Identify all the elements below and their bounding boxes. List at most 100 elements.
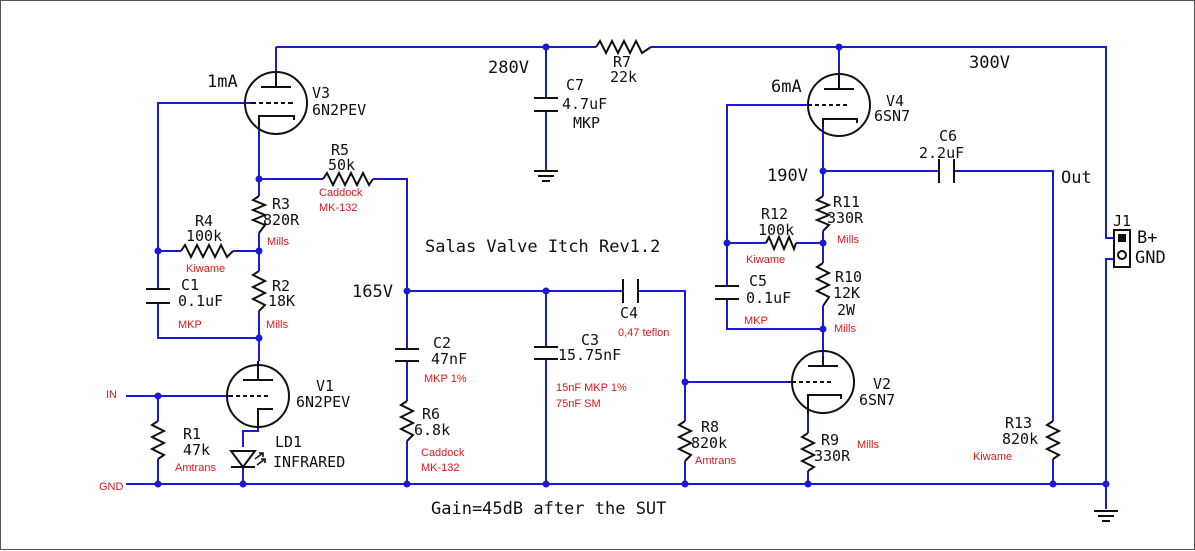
c3-note1: 15nF MKP 1% (556, 382, 627, 394)
capacitor-c7 (534, 97, 558, 112)
resistor-r2 (250, 270, 268, 312)
c6-ref: C6 (939, 127, 957, 145)
r12-ref: R12 (761, 205, 788, 223)
tube-v2 (788, 350, 855, 414)
net-out-label: Out (1061, 168, 1092, 188)
r1-ref: R1 (183, 425, 201, 443)
capacitor-c6 (938, 159, 955, 183)
r9-ref: R9 (821, 431, 839, 449)
r3-ref: R3 (272, 195, 290, 213)
r4-value: 100k (186, 227, 222, 245)
led-ld1 (229, 450, 266, 469)
c5-note: MKP (744, 315, 768, 327)
c5-ref: C5 (749, 272, 767, 290)
net-gnd-label: GND (99, 481, 124, 493)
tube-v3 (244, 71, 308, 135)
resistor-r6 (398, 400, 416, 442)
r8-value: 820k (691, 434, 727, 452)
resistor-r8 (676, 420, 694, 462)
tube-v1 (226, 361, 290, 428)
net-300v-label: 300V (969, 53, 1010, 73)
r5-note2: MK-132 (319, 202, 358, 214)
c1-note: MKP (178, 319, 202, 331)
gain-note: Gain=45dB after the SUT (431, 499, 666, 519)
r10-note: Mills (834, 323, 856, 335)
r5-ref: R5 (331, 141, 349, 159)
r13-note: Kiwame (973, 451, 1012, 463)
r11-value: 330R (827, 209, 864, 227)
r5-value: 50k (328, 156, 355, 174)
wires (126, 46, 1114, 509)
resistor-r10 (814, 262, 832, 307)
tube-v4 (807, 73, 871, 137)
r6-ref: R6 (422, 405, 440, 423)
r2-value: 18K (268, 292, 295, 310)
r11-note: Mills (837, 234, 859, 246)
resistor-r5 (322, 170, 374, 188)
c4-ref: C4 (620, 304, 638, 322)
r9-note: Mills (857, 439, 879, 451)
r2-ref: R2 (272, 277, 290, 295)
r7-value: 22k (610, 68, 637, 86)
resistor-r12 (765, 234, 797, 252)
r2-note: Mills (266, 319, 288, 331)
r8-note: Amtrans (695, 455, 736, 467)
resistor-r7 (595, 38, 652, 56)
v2-ref: V2 (873, 375, 891, 393)
connector-j1 (1113, 229, 1131, 268)
r10-value: 12K (833, 284, 860, 302)
c7-ref: C7 (566, 76, 584, 94)
net-190v-label: 190V (767, 166, 808, 186)
ld1-ref: LD1 (275, 433, 302, 451)
v1-ref: V1 (316, 377, 334, 395)
r6-note2: MK-132 (421, 462, 460, 474)
resistor-r3 (250, 195, 268, 234)
diagram-title: Salas Valve Itch Rev1.2 (425, 237, 660, 257)
ground-symbol-main (1094, 510, 1118, 522)
c2-ref: C2 (433, 334, 451, 352)
j1-ref: J1 (1113, 212, 1131, 230)
r4-ref: R4 (195, 212, 213, 230)
net-165v-label: 165V (352, 282, 393, 302)
capacitor-c5 (715, 285, 739, 300)
r10-ref: R10 (835, 268, 862, 286)
r9-value: 330R (814, 447, 851, 465)
v2-type: 6SN7 (859, 391, 895, 409)
resistor-r11 (814, 195, 832, 232)
r1-value: 47k (183, 441, 210, 459)
capacitor-c4 (622, 279, 639, 303)
c1-ref: C1 (181, 276, 199, 294)
current-1ma-label: 1mA (207, 72, 238, 92)
c7-value: 4.7uF (562, 95, 607, 113)
v1-type: 6N2PEV (296, 393, 350, 411)
c3-ref: C3 (581, 331, 599, 349)
resistor-r13 (1044, 420, 1062, 460)
net-280v-label: 280V (488, 58, 529, 78)
v4-ref: V4 (886, 92, 904, 110)
resistor-r9 (799, 432, 817, 472)
r6-value: 6.8k (414, 421, 450, 439)
ld1-type: INFRARED (273, 453, 345, 471)
current-6ma-label: 6mA (771, 77, 802, 97)
r4-note: Kiwame (186, 263, 225, 275)
j1-pin1: B+ (1137, 228, 1157, 248)
net-in-label: IN (106, 389, 117, 401)
r8-ref: R8 (701, 418, 719, 436)
capacitor-c1 (146, 288, 170, 304)
r13-value: 820k (1002, 430, 1038, 448)
capacitor-c3 (534, 346, 558, 360)
r5-note1: Caddock (319, 187, 363, 199)
r11-ref: R11 (833, 193, 860, 211)
c3-note2: 75nF SM (556, 398, 601, 410)
c2-note: MKP 1% (424, 373, 467, 385)
c7-note: MKP (573, 114, 600, 132)
v4-type: 6SN7 (874, 107, 910, 125)
r3-note: Mills (267, 236, 289, 248)
c4-note: 0,47 teflon (618, 327, 669, 339)
j1-pin2: GND (1135, 248, 1166, 268)
c5-value: 0.1uF (746, 289, 791, 307)
r1-note: Amtrans (175, 462, 216, 474)
capacitor-c2 (395, 348, 419, 362)
c3-value: 15.75nF (558, 346, 621, 364)
